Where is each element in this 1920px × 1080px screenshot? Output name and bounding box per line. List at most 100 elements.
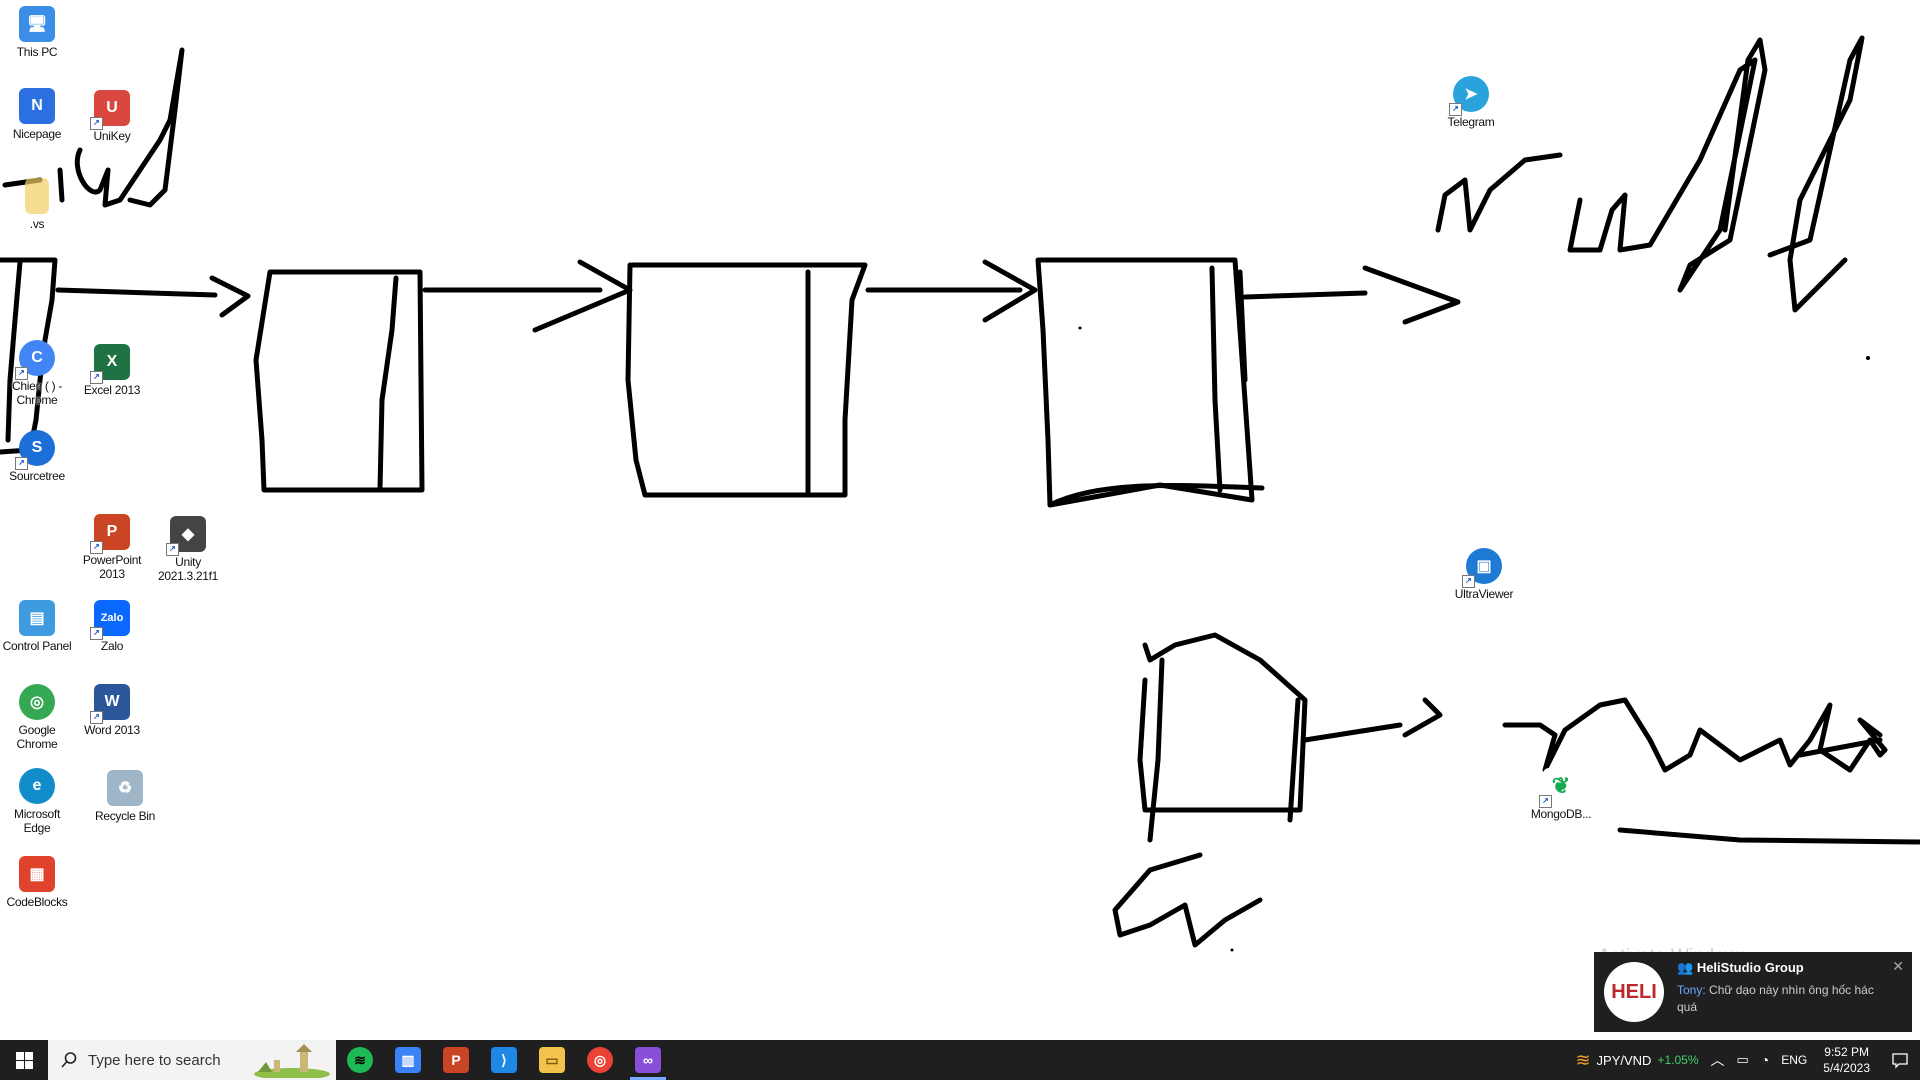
desktop-icon-unity[interactable]: ◆↗ Unity 2021.3.21f1 [145,516,231,583]
toast-close-icon[interactable]: ✕ [1892,958,1904,974]
null-scribble [1435,35,1865,313]
toast-message-text: Chữ dạo này nhìn ông hốc hác quá [1677,983,1874,1014]
next-cross [1797,737,1883,758]
taskbar-app-file-explorer[interactable]: ▭ [528,1040,576,1080]
toast-group-title: 👥 HeliStudio Group [1677,960,1804,975]
search-highlight-illustration-icon [254,1044,330,1078]
desktop-icon-label: UniKey [93,129,131,143]
desktop-icon-codeblocks[interactable]: ▦ CodeBlocks [0,856,80,909]
node-3-divider [1209,265,1248,493]
wifi-icon: ◔ [1760,1052,1770,1068]
sourcetree-icon: S↗ [15,430,55,470]
desktop-icon-sourcetree[interactable]: S↗ Sourcetree [0,430,80,483]
clock-date: 5/4/2023 [1823,1061,1870,1075]
nicepage-icon: N [19,88,55,124]
desktop-icon-label: UltraViewer [1454,587,1514,601]
desktop-icon-label: Telegram [1447,115,1495,129]
dot-2 [1866,356,1870,360]
desktop-icon-chrome-profile[interactable]: C↗ Chien ( ) - Chrome [0,340,80,407]
codeblocks-icon: ▦ [19,856,55,892]
desktop-icon-label: Chien ( ) - Chrome [11,379,63,407]
desktop-icon-mongodb[interactable]: ❦↗ MongoDB... [1518,768,1604,821]
node-2 [625,262,868,498]
zalo-icon: Zalo↗ [90,600,130,640]
battery-icon: ▭ [1736,1052,1749,1067]
desktop-icon-excel[interactable]: X↗ Excel 2013 [69,344,155,397]
start-button[interactable] [0,1040,48,1080]
unity-icon: ◆↗ [166,516,206,556]
clock[interactable]: 9:52 PM 5/4/2023 [1813,1044,1880,1076]
excel-icon: X↗ [90,344,130,384]
dot-3 [1230,948,1234,952]
arrow-small [1302,697,1443,743]
search-input[interactable] [86,1050,260,1070]
windows-logo-icon [15,1051,33,1069]
notification-toast[interactable]: HELI 👥 HeliStudio Group Tony: Chữ dạo nà… [1594,952,1912,1032]
desktop-icon-edge[interactable]: e Microsoft Edge [0,768,80,835]
chevron-up-icon: ︿ [1710,1052,1725,1068]
desktop-icon-label: CodeBlocks [6,895,68,909]
desktop-icon-label: MongoDB... [1530,807,1592,821]
chrome-icon: C↗ [15,340,55,380]
stock-symbol: JPY/VND [1596,1052,1652,1068]
small-node-divider [1147,657,1301,843]
desktop-icon-vs-folder[interactable]: .vs [0,178,80,231]
taskbar-app-visual-studio[interactable]: ∞ [624,1040,672,1080]
taskbar-search[interactable] [48,1040,336,1080]
desktop-icon-nicepage[interactable]: N Nicepage [0,88,80,141]
desktop-icon-word[interactable]: W↗ Word 2013 [69,684,155,737]
small-node [1137,632,1308,813]
language-label: ENG [1781,1053,1808,1067]
chrome-icon: ◎ [587,1047,613,1073]
node-3-bottom-stroke [1047,482,1265,508]
powerpoint-icon: P [443,1047,469,1073]
folder-icon [25,178,49,214]
desktop-icon-label: Unity 2021.3.21f1 [157,555,219,583]
desktop-icon-zalo[interactable]: Zalo↗ Zalo [69,600,155,653]
recycle-bin-icon: ♻ [107,770,143,806]
stock-change: +1.05% [1657,1053,1699,1067]
desktop-icon-label: Microsoft Edge [14,807,60,835]
vscode-icon: ⟩ [491,1047,517,1073]
taskbar-app-store[interactable]: ▥ [384,1040,432,1080]
show-hidden-icons-button[interactable]: ︿ [1705,1040,1731,1080]
toast-sender: Tony: [1677,983,1706,997]
desktop-icon-label: Recycle Bin [94,809,156,823]
mongodb-icon: ❦↗ [1539,768,1579,808]
group-icon: 👥 [1677,960,1694,975]
desktop-icon-telegram[interactable]: ➤↗ Telegram [1428,76,1514,129]
control-panel-icon: ▤ [19,600,55,636]
desktop-icon-powerpoint[interactable]: P↗ PowerPoint 2013 [69,514,155,581]
search-icon [61,1052,77,1068]
desktop-icon-this-pc[interactable]: 🖥 This PC [0,6,80,59]
stock-trend-icon: ≋ [1575,1049,1591,1070]
partial-node-left-divider [5,259,23,443]
desktop-icon-google-chrome[interactable]: ◎ Google Chrome [0,684,80,751]
language-button[interactable]: ENG [1775,1040,1813,1080]
desktop-icon-label: .vs [29,217,45,231]
desktop-icon-label: Google Chrome [16,723,58,751]
network-button[interactable]: ◔ [1755,1040,1775,1080]
desktop-icon-control-panel[interactable]: ▤ Control Panel [0,600,80,653]
desktop-icon-label: Excel 2013 [83,383,141,397]
desktop-icon-recycle-bin[interactable]: ♻ Recycle Bin [82,770,168,823]
taskbar-app-vscode[interactable]: ⟩ [480,1040,528,1080]
stock-widget[interactable]: ≋ JPY/VND +1.05% [1569,1040,1704,1080]
desktop-icon-label: Nicepage [12,127,62,141]
folder-icon: ▭ [539,1047,565,1073]
desktop-icon-unikey[interactable]: U↗ UniKey [69,90,155,143]
group-avatar: HELI [1604,962,1664,1022]
taskbar-app-powerpoint[interactable]: P [432,1040,480,1080]
desktop-icon-ultraviewer[interactable]: ▣↗ UltraViewer [1441,548,1527,601]
arrow-3 [865,259,1038,323]
edge-icon: e [19,768,55,804]
taskbar-app-chrome[interactable]: ◎ [576,1040,624,1080]
arrow-1 [55,275,251,318]
telegram-icon: ➤↗ [1449,76,1489,116]
battery-button[interactable]: ▭ [1731,1040,1755,1080]
action-center-button[interactable] [1880,1040,1920,1080]
computer-icon: 🖥 [19,6,55,42]
node-1-divider [377,275,399,491]
node-1 [253,269,425,493]
taskbar-app-spotify[interactable]: ≋ [336,1040,384,1080]
